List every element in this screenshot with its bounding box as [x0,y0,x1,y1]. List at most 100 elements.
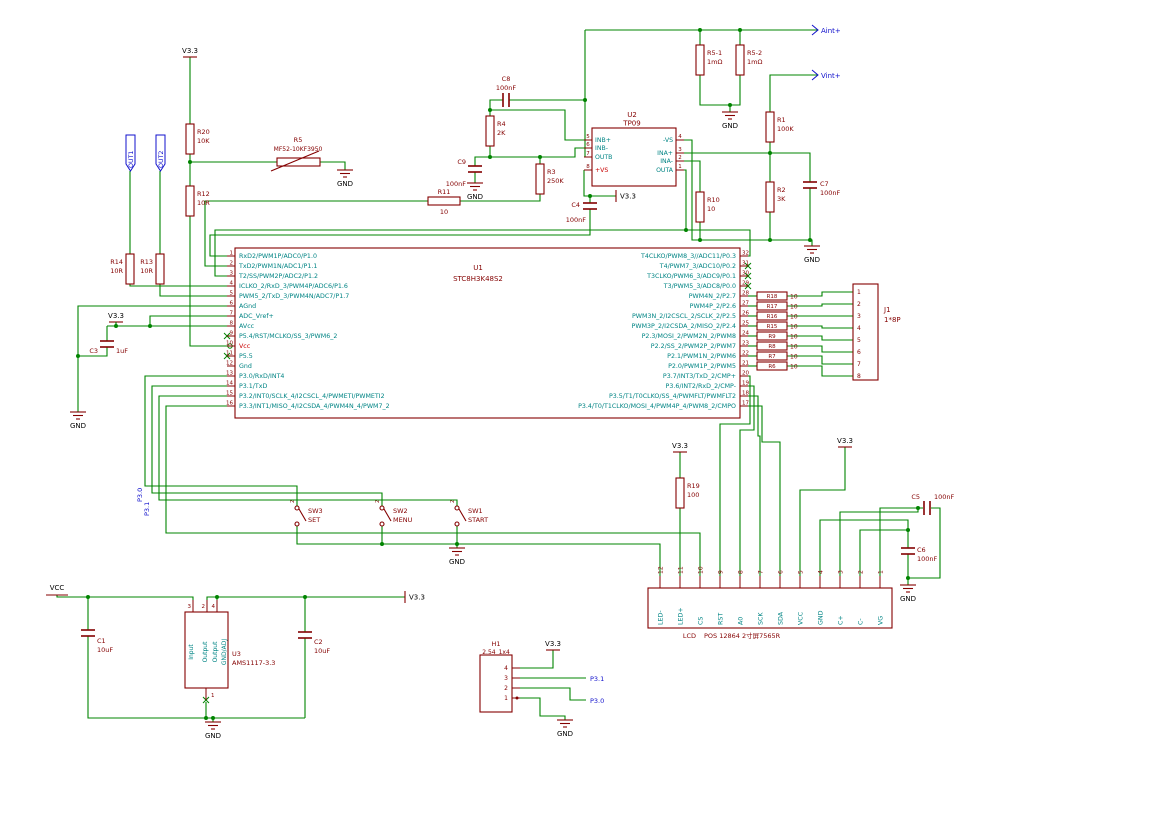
net-label: P3.0 [590,697,604,705]
pin-number: 9 [718,570,725,574]
connector-h1-body [479,654,513,713]
pin-number: 29 [742,281,749,287]
pin-name: A0 [738,617,745,625]
power-label: V3.3 [108,312,124,320]
junction-dot [684,228,688,232]
wire [204,200,428,267]
pin-name: GND [818,610,825,625]
resistor-value: 10 [790,314,798,321]
pin-name: ICLKO_2/RxD_3/PWM4P/ADC6/P1.6 [239,283,348,290]
pin-number: 8 [586,164,590,170]
capacitor-ref: C3 [89,347,98,355]
wire [78,347,108,357]
pin-name: INA- [660,158,673,165]
pin-number: 20 [742,371,749,377]
pin-number: 21 [742,361,749,367]
junction-dot [768,238,772,242]
wire [684,160,701,192]
wire [460,194,541,202]
pin-name: Vcc [239,343,251,350]
pin-name: INB+ [595,137,611,144]
wire [787,335,853,341]
net-label: Aint+ [821,27,841,35]
pin-number: 1 [211,693,215,699]
pin-number: 2 [290,500,296,503]
pin-number: 4 [678,134,682,140]
pin-name: P2.2/SS_2/PWM2P_2/PWM7 [651,343,736,350]
gnd-label: GND [900,595,916,603]
connector-ref: H1 [491,640,500,648]
pin-number: 1 [504,695,508,702]
resistor-value: MF52-10KF3950 [274,146,323,153]
resistor-value: 10 [790,334,798,341]
pin-number: 8 [230,321,234,327]
resistor-ref: R10 [707,196,720,204]
pin-number: 13 [226,371,233,377]
resistor-body [695,44,705,76]
capacitor-value: 100nF [566,216,587,224]
wire [165,405,701,576]
switch-contact [379,521,385,527]
resistor-body [756,311,788,321]
pin-number: 2 [450,500,456,503]
power-label: V3.3 [545,640,561,648]
capacitor-value: 100nF [446,180,467,188]
wire [56,595,194,600]
junction-dot [808,238,812,242]
resistor-ref: R14 [110,258,123,266]
pin-number: 5 [586,134,590,140]
pin-number: 11 [678,566,685,574]
pin-name: T4CLKO/PWM8_3//ADC11/P0.3 [640,253,736,260]
resistor-value: 100K [777,125,794,133]
resistor-body [485,115,495,147]
pin-name: PWM4N_2/P2.7 [689,293,736,300]
connector-ref: J1 [883,306,891,314]
wire [908,507,941,579]
pin-number: 2 [202,604,206,610]
resistor-value: 100 [687,491,699,499]
pin-name: SDA [778,611,785,625]
junction-dot [204,716,208,720]
pin-name: Output [212,641,219,662]
wire [77,305,227,412]
switch-lever [383,508,392,522]
pin-name: P3.3/INT1/MISO_4/I2CSDA_4/PWM4N_4/PWM7_2 [239,403,390,410]
pin-name: PWM3N_2/I2CSCL_2/SCLK_2/P2.5 [632,313,736,320]
lcd-ref: LCD [683,632,696,640]
resistor-ref: R5-1 [707,49,722,57]
capacitor-value: 100nF [820,189,841,197]
pin-name: INA+ [657,150,673,157]
pin-number: 4 [504,665,508,672]
pin-name: PWM5_2/TxD_3/PWM4N/ADC7/P1.7 [239,293,349,300]
capacitor-ref: C8 [502,75,511,83]
pin-number: 16 [226,401,233,407]
gnd-label: GND [804,256,820,264]
wire [159,284,227,297]
resistor-body [756,341,788,351]
pin-number: 5 [230,291,234,297]
wire [520,687,586,701]
pin-number: 23 [742,341,749,347]
wire [490,147,584,158]
pin-name: T4/PWM7_3/ADC10/P0.2 [659,263,736,270]
resistor-ref: R6 [768,364,776,370]
wire [474,156,490,166]
pin-number: 25 [742,321,749,327]
pin-name: RxD2/PWM1P/ADC0/P1.0 [239,253,317,260]
resistor-ref: R17 [767,304,778,310]
resistor-value: 10 [790,294,798,301]
pin-name: RST [718,613,725,625]
lcd-part: POS 12864 2寸屏7565R [704,631,781,640]
wire [787,345,853,353]
pin-name: P5.5 [239,353,253,360]
pin-name: TxD2/PWM1N/ADC1/P1.1 [238,263,317,270]
pin-number: 12 [226,361,233,367]
resistor-value: 10 [790,354,798,361]
junction-dot [188,160,192,164]
power-label: V3.3 [182,47,198,55]
wire [151,385,383,506]
pin-name: CS [698,617,705,625]
resistor-body [765,111,775,143]
pin-number: 3 [188,604,192,610]
